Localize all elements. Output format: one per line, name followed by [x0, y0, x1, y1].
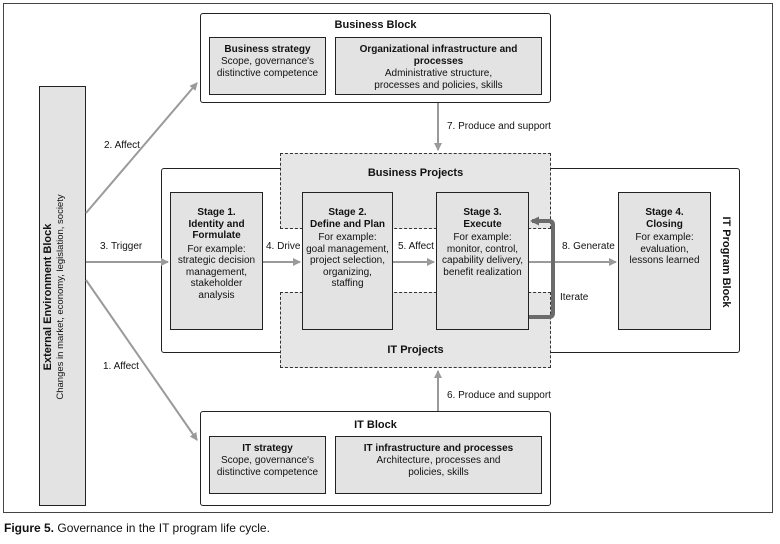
- drive-label: 4. Drive: [266, 241, 301, 252]
- it-projects-title: IT Projects: [387, 344, 444, 356]
- it-block-title: IT Block: [354, 419, 397, 431]
- stage-4-line: For example:: [635, 232, 694, 243]
- stage-2-line: goal management,: [306, 243, 389, 255]
- affect-bottom-arrow: [85, 279, 198, 441]
- business-infrastructure-title: Organizational infrastructure and proces…: [359, 44, 518, 67]
- stage-1-line: For example:: [187, 243, 246, 255]
- it-strategy-title: IT strategy: [242, 443, 293, 454]
- stage-1-line: management,: [185, 266, 248, 278]
- stage-3-number: Stage 3.: [463, 207, 502, 218]
- stage-1-line: strategic decision: [177, 255, 256, 266]
- iterate-loop-arrow: [529, 216, 555, 319]
- external-environment-block: [39, 86, 86, 506]
- affect-bottom-label: 1. Affect: [103, 361, 139, 372]
- stage-3-title: Execute: [463, 218, 502, 230]
- it-strategy-line: Scope, governance's: [220, 455, 315, 466]
- generate-label: 8. Generate: [562, 241, 615, 252]
- stage-2-number: Stage 2.: [328, 207, 367, 218]
- business-strategy-line: distinctive competence: [216, 68, 319, 79]
- affect-mid-label: 5. Affect: [398, 241, 434, 252]
- stage-1-box: Stage 1. Identity and Formulate For exam…: [170, 192, 263, 330]
- it-strategy-line: distinctive competence: [216, 467, 319, 478]
- business-strategy-title: Business strategy: [224, 44, 311, 55]
- caption-text: Governance in the IT program life cycle.: [57, 521, 270, 535]
- caption-label: Figure 5.: [4, 521, 55, 535]
- iterate-label: Iterate: [560, 292, 589, 303]
- stage-2-line: For example:: [318, 232, 377, 243]
- business-strategy-line: Scope, governance's: [220, 56, 315, 67]
- stage-4-number: Stage 4.: [645, 207, 684, 218]
- stage-1-title: Identity and: [188, 218, 245, 230]
- stage-2-line: organizing,: [323, 266, 372, 278]
- stage-4-line: lessons learned: [629, 255, 700, 266]
- business-infrastructure-line: Administrative structure,: [384, 68, 493, 79]
- it-infrastructure-line: policies, skills: [408, 467, 469, 478]
- stage-1-line: stakeholder: [190, 278, 243, 289]
- affect-top-label: 2. Affect: [104, 140, 140, 151]
- stage-4-box: Stage 4. Closing For example: evaluation…: [618, 192, 711, 330]
- business-block-title: Business Block: [334, 19, 417, 31]
- it-strategy-box: IT strategy Scope, governance's distinct…: [209, 436, 326, 494]
- stage-4-line: evaluation,: [640, 243, 689, 255]
- stage-3-line: capability delivery,: [442, 255, 523, 266]
- business-strategy-box: Business strategy Scope, governance's di…: [209, 37, 326, 95]
- stage-3-line: For example:: [453, 232, 512, 243]
- trigger-label: 3. Trigger: [100, 241, 143, 252]
- stage-1-number: Stage 1.: [197, 207, 236, 218]
- stage-2-title: Define and Plan: [309, 218, 385, 230]
- stage-4-title: Closing: [646, 218, 683, 230]
- it-infrastructure-line: Architecture, processes and: [376, 455, 501, 466]
- stage-2-box: Stage 2. Define and Plan For example: go…: [302, 192, 393, 330]
- stage-3-box: Stage 3. Execute For example: monitor, c…: [436, 192, 529, 330]
- figure-caption: Figure 5. Governance in the IT program l…: [4, 521, 270, 535]
- produce-business-label: 7. Produce and support: [447, 121, 551, 132]
- stage-3-line: benefit realization: [443, 266, 522, 278]
- stage-2-line: project selection,: [309, 255, 386, 266]
- business-infrastructure-box: Organizational infrastructure and proces…: [335, 37, 542, 95]
- produce-it-label: 6. Produce and support: [447, 390, 551, 401]
- stage-1-line: analysis: [198, 289, 235, 301]
- stage-1-title: Formulate: [192, 230, 241, 241]
- business-projects-title: Business Projects: [367, 167, 464, 179]
- business-infrastructure-line: processes and policies, skills: [374, 80, 503, 91]
- stage-2-line: staffing: [331, 278, 364, 289]
- affect-top-arrow: [85, 82, 198, 214]
- it-infrastructure-title: IT infrastructure and processes: [363, 443, 514, 454]
- stage-3-line: monitor, control,: [446, 243, 519, 255]
- it-infrastructure-box: IT infrastructure and processes Architec…: [335, 436, 542, 494]
